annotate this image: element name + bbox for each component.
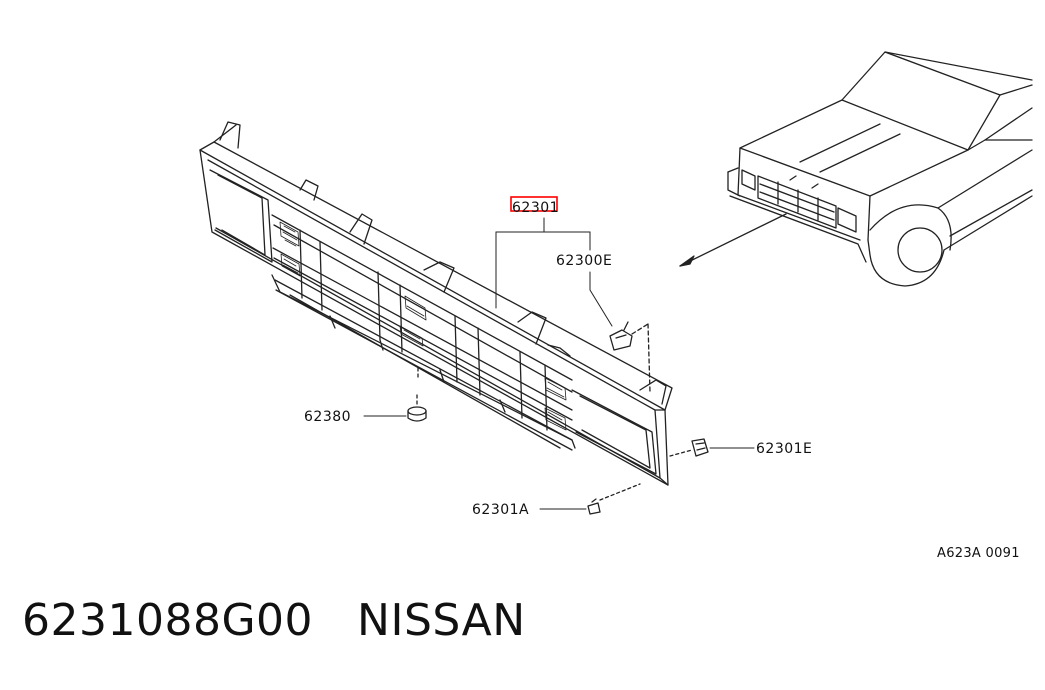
side-clip <box>669 438 709 457</box>
highlight-box <box>510 196 558 212</box>
callout-screw: 62301A <box>472 502 529 518</box>
part-number: 6231088G00 <box>22 595 314 646</box>
brand-name: NISSAN <box>357 595 526 646</box>
grille-clip <box>609 321 651 393</box>
vehicle-locator <box>679 51 1033 287</box>
callout-side-clip: 62301E <box>756 441 812 457</box>
callout-main-grille: 62301 <box>512 200 559 216</box>
front-grille <box>199 121 673 486</box>
callout-leaders <box>363 217 755 510</box>
callout-grommet: 62380 <box>304 409 351 425</box>
screw <box>587 483 641 515</box>
grommet <box>407 394 427 422</box>
part-caption: 6231088G00 NISSAN <box>22 595 526 646</box>
reference-code: A623A 0091 <box>937 546 1020 561</box>
callout-grille-clip: 62300E <box>556 253 612 269</box>
